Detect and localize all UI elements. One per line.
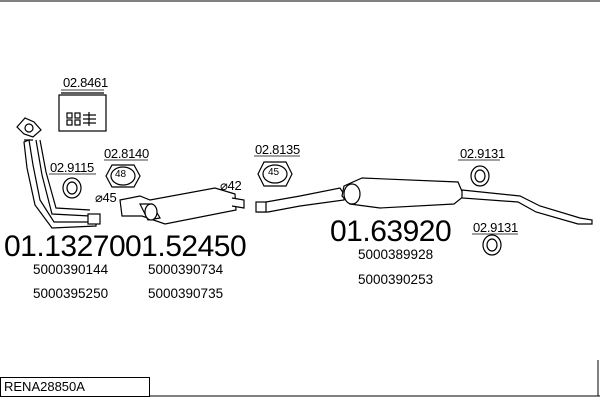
rear-silencer-oem-2: 5000390253 xyxy=(358,272,434,287)
front-pipe-oem-2: 5000395250 xyxy=(33,286,109,301)
front-ring-icon xyxy=(62,177,82,199)
diameter-42-label: ⌀42 xyxy=(220,178,242,193)
front-pipe-number: 01.13270 xyxy=(4,230,126,263)
mounting-kit-ref: 02.8461 xyxy=(63,75,108,90)
diagram-code-box xyxy=(0,377,150,397)
rear-ring-2-icon xyxy=(482,234,502,256)
middle-silencer-icon xyxy=(119,187,245,225)
rear-silencer-icon xyxy=(255,177,593,225)
gasket-48-ref: 02.8140 xyxy=(104,146,149,161)
gasket-45-size: 45 xyxy=(268,167,280,178)
diagram-code: RENA28850A xyxy=(4,379,85,394)
front-ring-ref: 02.9115 xyxy=(50,160,94,175)
rear-silencer-number: 01.63920 xyxy=(330,215,452,248)
rear-silencer-oem-1: 5000389928 xyxy=(358,247,434,262)
rear-ring-2-ref: 02.9131 xyxy=(473,220,518,235)
middle-silencer-oem-2: 5000390735 xyxy=(148,286,224,301)
front-pipe-icon xyxy=(16,117,101,229)
gasket-48-size: 48 xyxy=(115,169,127,180)
gasket-45-ref: 02.8135 xyxy=(255,142,300,157)
mounting-kit-icon xyxy=(58,92,107,132)
rear-ring-1-icon xyxy=(470,165,490,187)
leader-lines xyxy=(49,89,518,235)
diameter-45-label: ⌀45 xyxy=(95,190,117,205)
rear-ring-1-ref: 02.9131 xyxy=(460,146,505,161)
middle-silencer-oem-1: 5000390734 xyxy=(148,262,224,277)
gasket-48-icon xyxy=(105,164,141,188)
gasket-45-icon xyxy=(257,161,293,187)
front-pipe-oem-1: 5000390144 xyxy=(33,262,109,277)
middle-silencer-number: 01.52450 xyxy=(125,230,247,263)
